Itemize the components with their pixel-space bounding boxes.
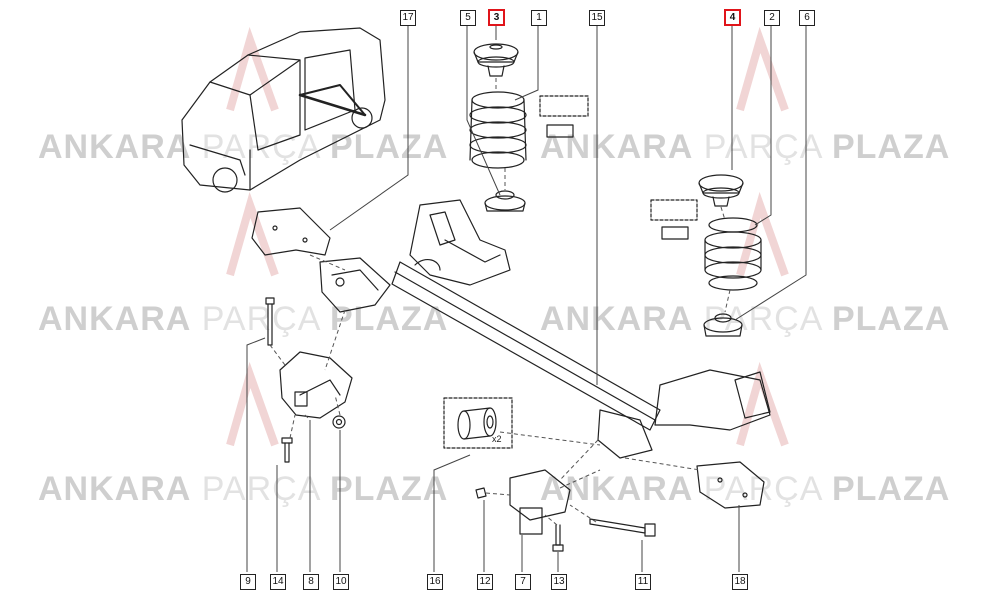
callout-14[interactable]: 14	[270, 574, 286, 590]
spring-marking-box-right	[661, 226, 689, 240]
lower-seat-right-icon	[703, 313, 743, 337]
bolt-13	[552, 524, 564, 552]
callout-5[interactable]: 5	[460, 10, 476, 26]
callout-13[interactable]: 13	[551, 574, 567, 590]
callout-4[interactable]: 4	[724, 9, 741, 26]
callout-3[interactable]: 3	[488, 9, 505, 26]
quantity-note: x2	[492, 434, 502, 444]
nut-10	[332, 415, 346, 429]
watermark-row-2b: ANKARA PARÇA PLAZA	[540, 300, 951, 338]
dashed-label-box	[539, 95, 589, 117]
watermark-row-2a: ANKARA PARÇA PLAZA	[38, 300, 449, 338]
callout-9[interactable]: 9	[240, 574, 256, 590]
hub-bracket-left	[279, 257, 391, 419]
watermark-row-1b: ANKARA PARÇA PLAZA	[540, 128, 951, 166]
lower-seat-left-icon	[484, 190, 526, 212]
rear-axle-beam	[391, 199, 771, 459]
top-mount-left-icon	[473, 43, 519, 77]
callout-16[interactable]: 16	[427, 574, 443, 590]
callout-7[interactable]: 7	[515, 574, 531, 590]
dashed-label-box-right	[650, 199, 698, 221]
coil-spring-left-icon	[469, 91, 527, 169]
van-illustration	[181, 27, 386, 193]
bolt-14	[281, 437, 293, 463]
callout-12[interactable]: 12	[477, 574, 493, 590]
callout-1[interactable]: 1	[531, 10, 547, 26]
mount-plate-18	[696, 461, 765, 509]
logo-mark-watermark	[226, 26, 789, 447]
coil-spring-right-icon	[704, 217, 762, 291]
callout-17[interactable]: 17	[400, 10, 416, 26]
mount-plate-17	[251, 207, 331, 256]
callout-15[interactable]: 15	[589, 10, 605, 26]
callout-11[interactable]: 11	[635, 574, 651, 590]
spring-marking-box	[546, 124, 574, 138]
callout-6[interactable]: 6	[799, 10, 815, 26]
top-mount-right-icon	[698, 174, 744, 207]
watermark-row-3a: ANKARA PARÇA PLAZA	[38, 470, 449, 508]
callout-2[interactable]: 2	[764, 10, 780, 26]
watermark-row-1a: ANKARA PARÇA PLAZA	[38, 128, 449, 166]
long-bolt-11	[589, 518, 656, 537]
callout-10[interactable]: 10	[333, 574, 349, 590]
bushing-16	[443, 397, 513, 449]
clip-12	[475, 487, 487, 499]
callout-8[interactable]: 8	[303, 574, 319, 590]
long-bolt-9	[265, 297, 275, 346]
callout-18[interactable]: 18	[732, 574, 748, 590]
hub-bracket-right	[509, 469, 571, 521]
watermark-row-3b: ANKARA PARÇA PLAZA	[540, 470, 951, 508]
